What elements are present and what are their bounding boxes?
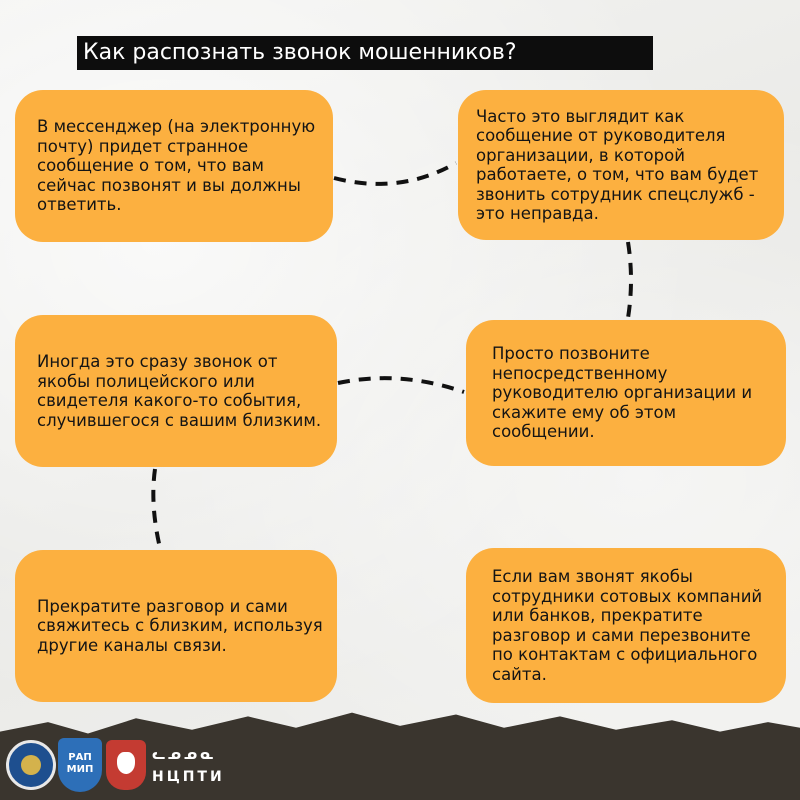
info-card-3: Иногда это сразу звонок от якобы полицей… xyxy=(15,315,337,467)
rap-mip-shield-logo: РАП МИП xyxy=(58,738,102,792)
emblem-logo xyxy=(6,740,56,790)
connector-3-4 xyxy=(337,376,465,394)
info-card-1-text: В мессенджер (на электронную почту) прид… xyxy=(37,117,316,215)
crimea-crest-logo xyxy=(106,740,146,790)
info-card-2: Часто это выглядит как сообщение от руко… xyxy=(458,90,784,240)
info-card-3-text: Иногда это сразу звонок от якобы полицей… xyxy=(37,352,322,430)
ncpti-logo: ᓚᓄᓄᓇ НЦПТИ xyxy=(152,744,244,790)
ncpti-logo-line1: ᓚᓄᓄᓇ xyxy=(152,747,217,763)
logo-row: РАП МИП ᓚᓄᓄᓇ НЦПТИ xyxy=(6,738,246,796)
info-card-6-text: Если вам звонят якобы сотрудники сотовых… xyxy=(492,567,763,684)
info-card-2-text: Часто это выглядит как сообщение от руко… xyxy=(476,106,759,224)
connector-2-4 xyxy=(626,241,633,319)
info-card-4: Просто позвоните непосредственному руков… xyxy=(466,320,786,466)
ncpti-logo-line2: НЦПТИ xyxy=(152,769,225,785)
connector-1-2 xyxy=(333,161,457,186)
info-card-4-text: Просто позвоните непосредственному руков… xyxy=(492,344,753,442)
page-title: Как распознать звонок мошенников? xyxy=(77,36,653,70)
connector-3-5 xyxy=(151,468,162,549)
info-card-5-text: Прекратите разговор и сами свяжитесь с б… xyxy=(37,596,323,655)
info-card-1: В мессенджер (на электронную почту) прид… xyxy=(15,90,333,242)
info-card-5: Прекратите разговор и сами свяжитесь с б… xyxy=(15,550,337,702)
info-card-6: Если вам звонят якобы сотрудники сотовых… xyxy=(466,548,786,703)
